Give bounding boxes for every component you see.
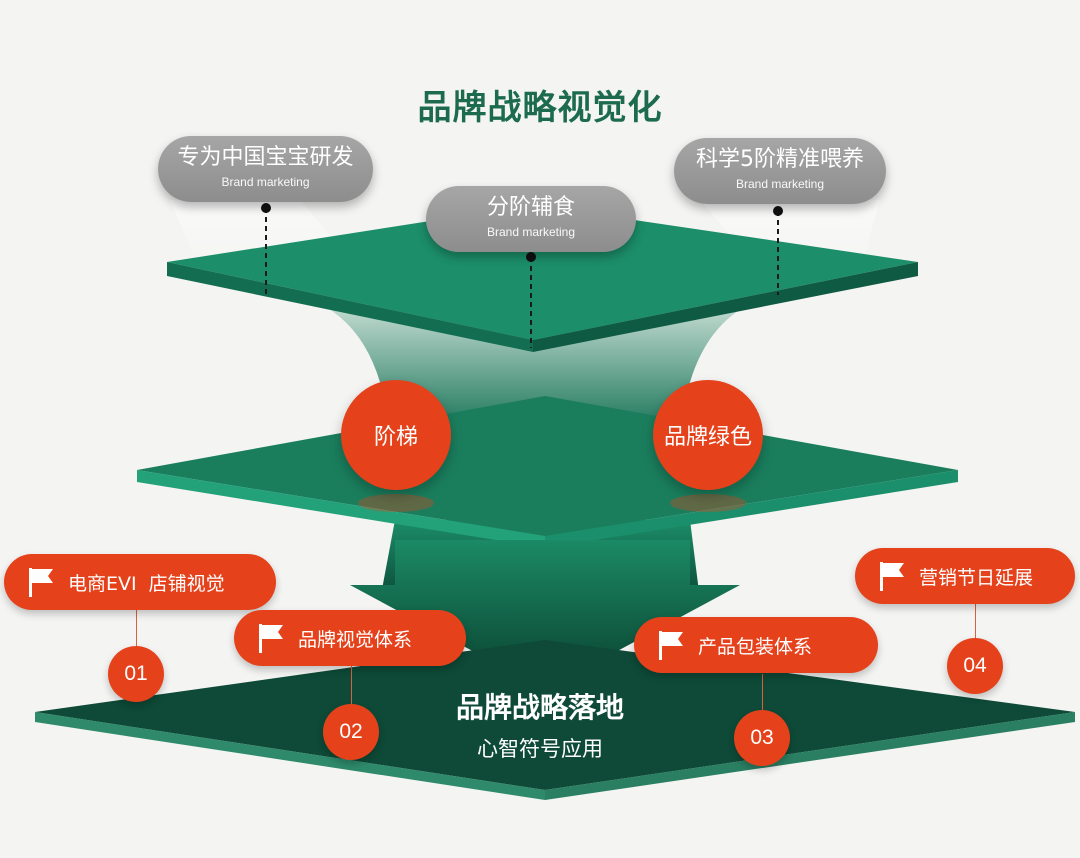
pill-scientific-feeding: 科学5阶精准喂养 Brand marketing: [674, 138, 886, 204]
tag-brand-visual-system: 品牌视觉体系: [234, 610, 466, 666]
tag-label: 电商EVI 店铺视觉: [68, 572, 225, 595]
tag-label: 品牌视觉体系: [298, 628, 413, 651]
tag-ecommerce-evi: 电商EVI 店铺视觉: [4, 554, 276, 610]
flag-icon: [259, 624, 283, 653]
tag-connector-02: [351, 666, 352, 706]
flag-icon: [29, 568, 53, 597]
tag-connector-03: [762, 674, 763, 712]
circle-reflection-left: [358, 494, 434, 512]
number-badge-03: 03: [734, 710, 790, 766]
pill-sub-text: Brand marketing: [221, 175, 310, 189]
tag-packaging-system: 产品包装体系: [634, 617, 878, 673]
pill-main-text: 科学5阶精准喂养: [696, 147, 864, 172]
top-plate: [167, 205, 918, 352]
pill-staged-food: 分阶辅食 Brand marketing: [426, 186, 636, 252]
bottom-plate: [35, 640, 1075, 800]
pill-connectors: [261, 203, 783, 348]
pill-main-text: 分阶辅食: [486, 195, 575, 220]
pill-main-text: 专为中国宝宝研发: [177, 145, 354, 170]
number-badge-02: 02: [323, 704, 379, 760]
middle-plate: [137, 396, 958, 548]
flag-icon: [880, 562, 904, 591]
bottom-subtitle: 心智符号应用: [477, 737, 603, 761]
page-title: 品牌战略视觉化: [417, 88, 663, 128]
circle-ladder: 阶梯: [341, 380, 451, 490]
tag-connector-01: [136, 610, 137, 648]
bottom-title: 品牌战略落地: [455, 691, 624, 724]
tag-label: 营销节日延展: [919, 566, 1034, 589]
pill-sub-text: Brand marketing: [735, 177, 825, 191]
tag-label: 产品包装体系: [698, 635, 813, 658]
pill-china-baby: 专为中国宝宝研发 Brand marketing: [158, 136, 373, 202]
down-arrow: [350, 540, 740, 690]
circle-brand-green: 品牌绿色: [653, 380, 763, 490]
number-badge-01: 01: [108, 646, 164, 702]
flag-icon: [659, 631, 683, 660]
number-badge-04: 04: [947, 638, 1003, 694]
circle-reflection-right: [670, 494, 746, 512]
pill-sub-text: Brand marketing: [486, 225, 576, 239]
tag-festival-marketing: 营销节日延展: [855, 548, 1075, 604]
tag-connector-04: [975, 604, 976, 640]
